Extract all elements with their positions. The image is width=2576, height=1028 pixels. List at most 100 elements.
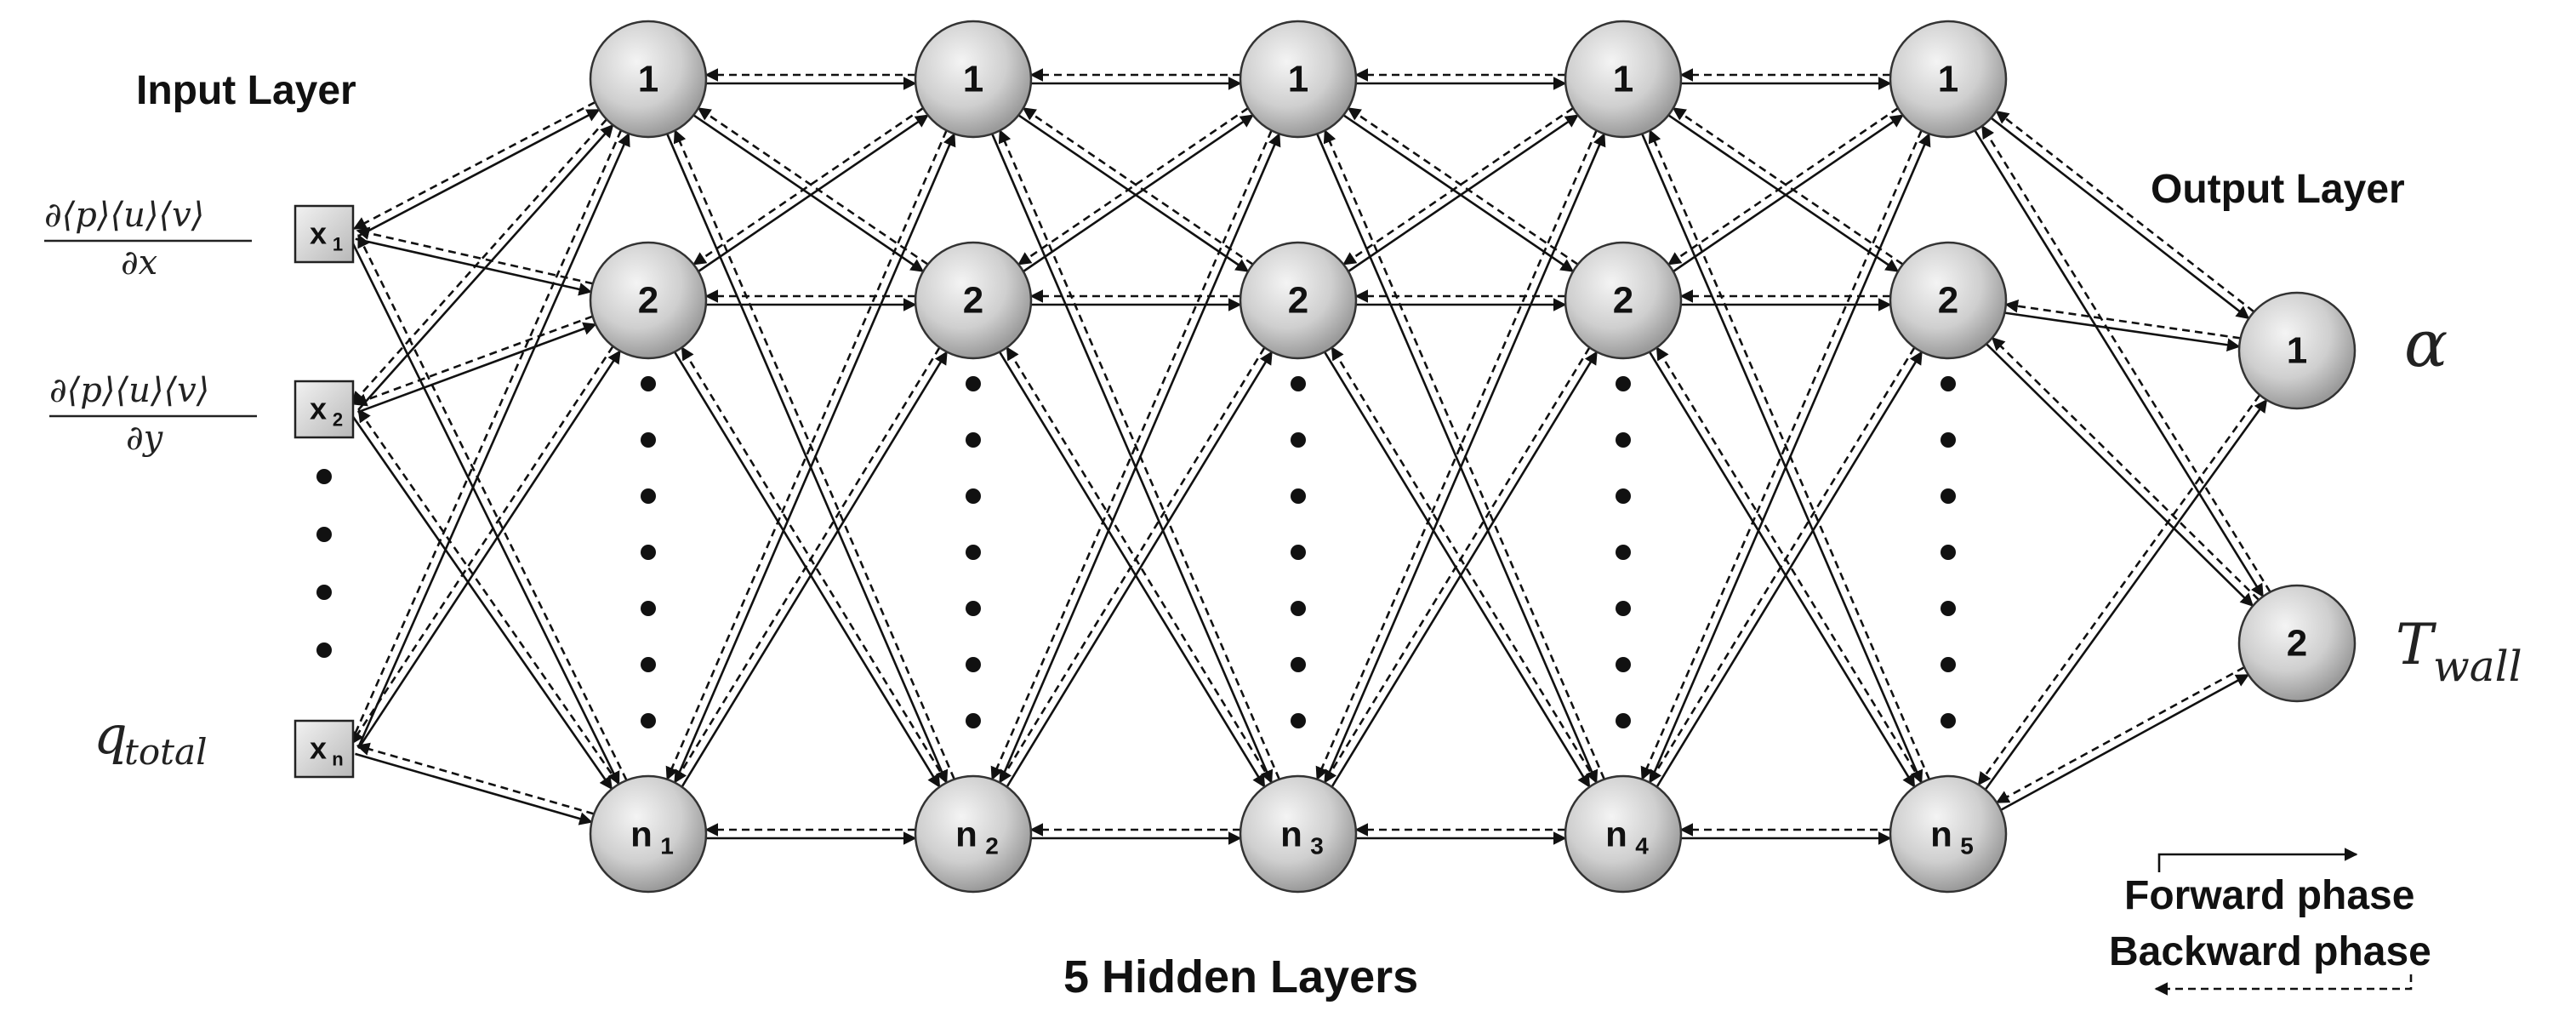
hidden-3-node-1-label: 1 xyxy=(1288,59,1308,100)
output-2-name: T wall xyxy=(2396,612,2522,691)
legend-forward-label: Forward phase xyxy=(2124,873,2414,918)
edge-in2-h1n2-backward xyxy=(356,742,595,815)
legend-backward-arrow xyxy=(2154,974,2413,996)
edge-h3n2-h4n1-forward xyxy=(1331,351,1599,788)
edge-h1n2-h2n1-forward xyxy=(681,351,949,788)
edge-in1-h1n2-forward xyxy=(350,414,613,791)
edge-h5n0-out1-backward xyxy=(1980,124,2271,593)
hidden-5-node-n-main: n xyxy=(1930,814,1952,854)
edge-h2n1-h3n2-backward xyxy=(1006,346,1274,784)
hidden-1-node-n-sub: 1 xyxy=(660,833,674,860)
edge-h4n2-h5n1-backward xyxy=(1648,346,1916,784)
hidden-2-node-n-sub: 2 xyxy=(985,833,999,860)
edge-h3n0-h4n2-forward xyxy=(1316,133,1599,784)
input-feature-1: ∂⟨p⟩⟨u⟩⟨v⟩ ∂x xyxy=(44,196,252,283)
hidden-4-node-n-sub: 4 xyxy=(1635,833,1649,860)
edge-in0-h1n0-backward xyxy=(352,101,596,230)
hidden-1-node-1: 1 xyxy=(589,20,708,139)
edge-h1n2-h2n0-forward xyxy=(674,132,956,784)
hidden-5-node-2-label: 2 xyxy=(1938,280,1958,322)
feature-n-sub: total xyxy=(124,731,208,773)
edge-h1n0-h2n1-backward xyxy=(697,107,929,266)
hidden-5-node-1-label: 1 xyxy=(1938,59,1958,100)
hidden-5-node-1: 1 xyxy=(1889,20,2008,139)
edge-in2-h1n0-forward xyxy=(356,132,630,748)
hidden-4-node-n-main: n xyxy=(1605,814,1627,854)
hidden-2-node-2: 2 xyxy=(914,241,1033,360)
edge-h5n2-out0-backward xyxy=(1977,394,2261,786)
edge-h5n1-out1-forward xyxy=(1986,343,2254,607)
edge-h2n2-h3n1-forward xyxy=(1006,351,1274,788)
input-x1-main: x xyxy=(310,216,327,251)
output-1-name: α xyxy=(2404,306,2448,381)
edge-h5n2-out1-backward xyxy=(1995,666,2245,804)
hidden-2-ellipsis xyxy=(966,376,981,728)
edge-in0-h1n1-forward xyxy=(355,237,593,296)
legend: Forward phase Backward phase xyxy=(2109,848,2431,996)
hidden-1-node-2-label: 2 xyxy=(638,280,658,322)
edge-h1n1-h2n0-backward xyxy=(692,107,924,266)
edge-h5n2-out1-forward xyxy=(2000,673,2250,811)
output-2-name-main: T xyxy=(2396,612,2437,677)
hidden-4-node-1: 1 xyxy=(1564,20,1683,139)
edge-h3n2-h4n0-forward xyxy=(1324,132,1606,784)
input-ellipsis xyxy=(316,469,332,658)
hidden-2-node-1-label: 1 xyxy=(963,59,983,100)
edge-in1-h1n2-backward xyxy=(357,408,620,785)
edge-h5n1-out1-backward xyxy=(1991,337,2260,601)
edge-h2n0-h3n1-backward xyxy=(1022,107,1254,266)
hidden-5-ellipsis xyxy=(1941,376,1956,728)
input-node-x1: x 1 xyxy=(294,204,355,264)
edge-h4n1-h5n0-forward xyxy=(1673,114,1904,272)
edge-h1n0-h2n2-forward xyxy=(666,133,949,784)
output-1-label: 1 xyxy=(2287,330,2307,372)
edge-in2-h1n0-backward xyxy=(349,129,623,745)
hidden-3-node-2-label: 2 xyxy=(1288,280,1308,322)
hidden-4-node-1-label: 1 xyxy=(1613,59,1633,100)
edge-h3n0-h4n1-forward xyxy=(1342,114,1575,272)
edge-h1n1-h2n2-forward xyxy=(673,351,941,788)
edge-h2n0-h3n2-forward xyxy=(991,133,1274,784)
edge-h4n0-h5n2-backward xyxy=(1648,129,1930,780)
input-node-xn: x n xyxy=(294,719,355,779)
edge-h4n1-h5n2-forward xyxy=(1648,351,1916,788)
input-feature-2: ∂⟨p⟩⟨u⟩⟨v⟩ ∂y xyxy=(49,371,257,458)
feature-2-denominator: ∂y xyxy=(126,419,164,458)
hidden-4-node-2: 2 xyxy=(1564,241,1683,360)
edge-in2-h1n2-forward xyxy=(355,752,593,825)
edge-h4n2-h5n0-backward xyxy=(1640,129,1923,781)
edge-h5n0-out0-forward xyxy=(1990,117,2250,320)
edge-h1n0-h2n1-forward xyxy=(692,114,925,272)
feature-2-numerator: ∂⟨p⟩⟨u⟩⟨v⟩ xyxy=(49,371,209,410)
edge-in0-h1n0-forward xyxy=(357,108,601,237)
hidden-1-ellipsis xyxy=(641,376,656,728)
edge-h1n1-h2n0-forward xyxy=(698,114,929,272)
edge-h5n1-out0-backward xyxy=(2004,300,2241,340)
hidden-1-node-2: 2 xyxy=(589,241,708,360)
hidden-4-node-2-label: 2 xyxy=(1613,280,1633,322)
edge-h3n1-h4n0-backward xyxy=(1342,107,1574,266)
edge-in0-h1n2-forward xyxy=(350,238,620,785)
edge-h4n1-h5n2-backward xyxy=(1656,346,1923,784)
feature-n-main: q xyxy=(94,704,128,766)
edge-h4n0-h5n1-backward xyxy=(1672,107,1904,266)
edge-h2n1-h3n2-forward xyxy=(998,351,1266,788)
hidden-3-node-n-sub: 3 xyxy=(1310,833,1324,860)
edge-h1n2-h2n1-backward xyxy=(673,346,941,784)
edge-in0-h1n2-backward xyxy=(357,233,628,781)
edge-h2n2-h3n1-backward xyxy=(998,346,1266,784)
hidden-3-node-1: 1 xyxy=(1239,20,1358,139)
input-node-x2: x 2 xyxy=(294,380,355,439)
hidden-2-node-1: 1 xyxy=(914,20,1033,139)
hidden-3-node-2: 2 xyxy=(1239,241,1358,360)
edge-h2n2-h3n0-backward xyxy=(990,129,1273,781)
hidden-2-node-2-label: 2 xyxy=(963,280,983,322)
feature-1-numerator: ∂⟨p⟩⟨u⟩⟨v⟩ xyxy=(44,196,204,235)
edge-h3n2-h4n1-backward xyxy=(1323,346,1591,784)
edge-h2n1-h3n0-backward xyxy=(1017,107,1249,266)
hidden-1-node-1-label: 1 xyxy=(638,59,658,100)
edge-h3n2-h4n0-backward xyxy=(1315,129,1598,781)
